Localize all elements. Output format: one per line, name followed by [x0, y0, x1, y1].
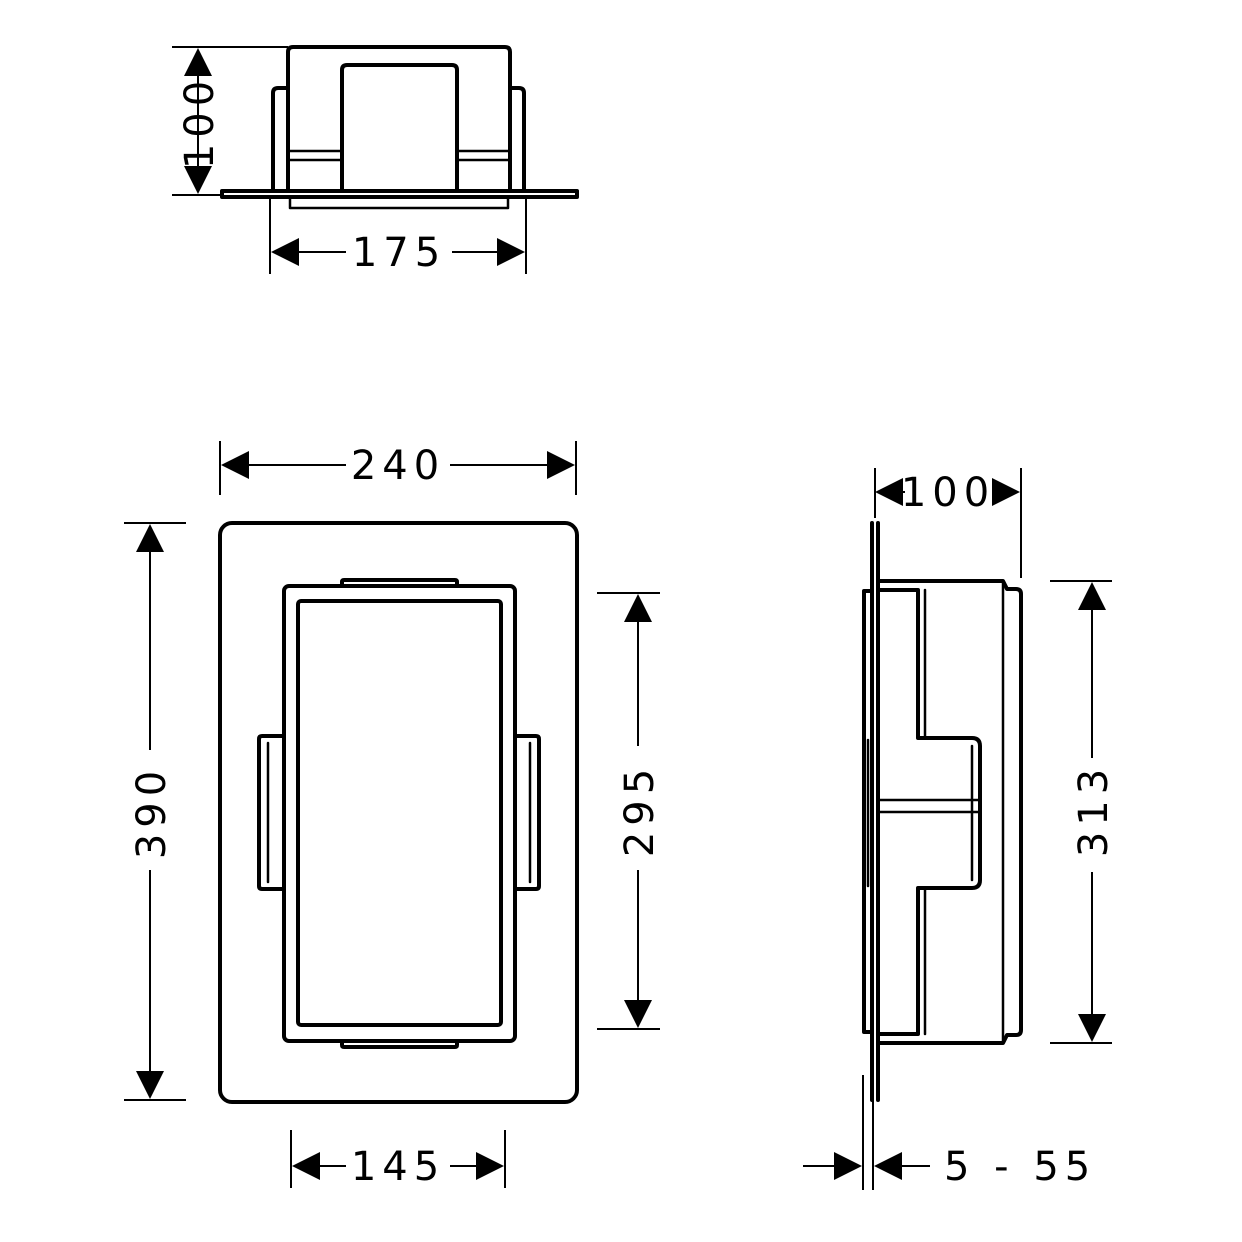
- front-view-right-handle: [513, 734, 541, 891]
- dimension-label-front-height: 390: [129, 765, 175, 859]
- front-view-inner-opening: [296, 599, 503, 1027]
- dimension-label-top-height: 100: [177, 75, 223, 169]
- dimension-side-height: 313: [1050, 580, 1117, 1044]
- top-view-right-step: [455, 149, 512, 162]
- dimension-label-front-inner-height: 295: [617, 763, 663, 857]
- dimension-front-bottom-width: 145: [290, 1130, 506, 1190]
- front-view-left-handle: [257, 734, 286, 891]
- dimension-label-side-depth: 100: [901, 470, 995, 516]
- side-view-shelf-line: [878, 798, 982, 814]
- side-view-outer-body: [876, 579, 1023, 1045]
- top-view-bottom-lip: [288, 195, 510, 210]
- dimension-front-height: 390: [124, 522, 186, 1101]
- front-view-top-tab: [340, 578, 459, 588]
- dimension-side-wall-thickness: 5 - 55: [803, 1075, 1096, 1190]
- side-view: [862, 521, 1023, 1102]
- dimension-label-front-bottom-width: 145: [351, 1144, 445, 1190]
- dimension-label-front-width: 240: [351, 443, 445, 489]
- top-view-inner-cavity: [340, 63, 459, 193]
- dimension-top-width: 175: [269, 197, 527, 276]
- top-view-right-clip: [508, 86, 526, 193]
- dimension-top-height: 100: [172, 46, 288, 196]
- dimension-label-side-height: 313: [1071, 763, 1117, 857]
- front-view: [218, 521, 579, 1104]
- dimension-front-width: 240: [219, 441, 577, 495]
- front-view-cover-plate: [218, 521, 579, 1104]
- dimension-label-side-wall-thickness: 5 - 55: [944, 1144, 1096, 1190]
- top-view-left-clip: [271, 86, 290, 193]
- front-view-outer-frame: [282, 584, 517, 1043]
- dimension-front-inner-height: 295: [597, 592, 663, 1030]
- side-view-wall-plate: [870, 521, 880, 1102]
- front-view-bottom-tab: [340, 1039, 459, 1049]
- top-view-left-step: [286, 149, 344, 162]
- dimension-side-depth: 100: [874, 468, 1022, 578]
- side-view-left-lip: [862, 589, 874, 1034]
- dimension-label-top-width: 175: [352, 230, 446, 276]
- top-view-outer-body: [286, 45, 512, 193]
- top-view: [220, 45, 579, 210]
